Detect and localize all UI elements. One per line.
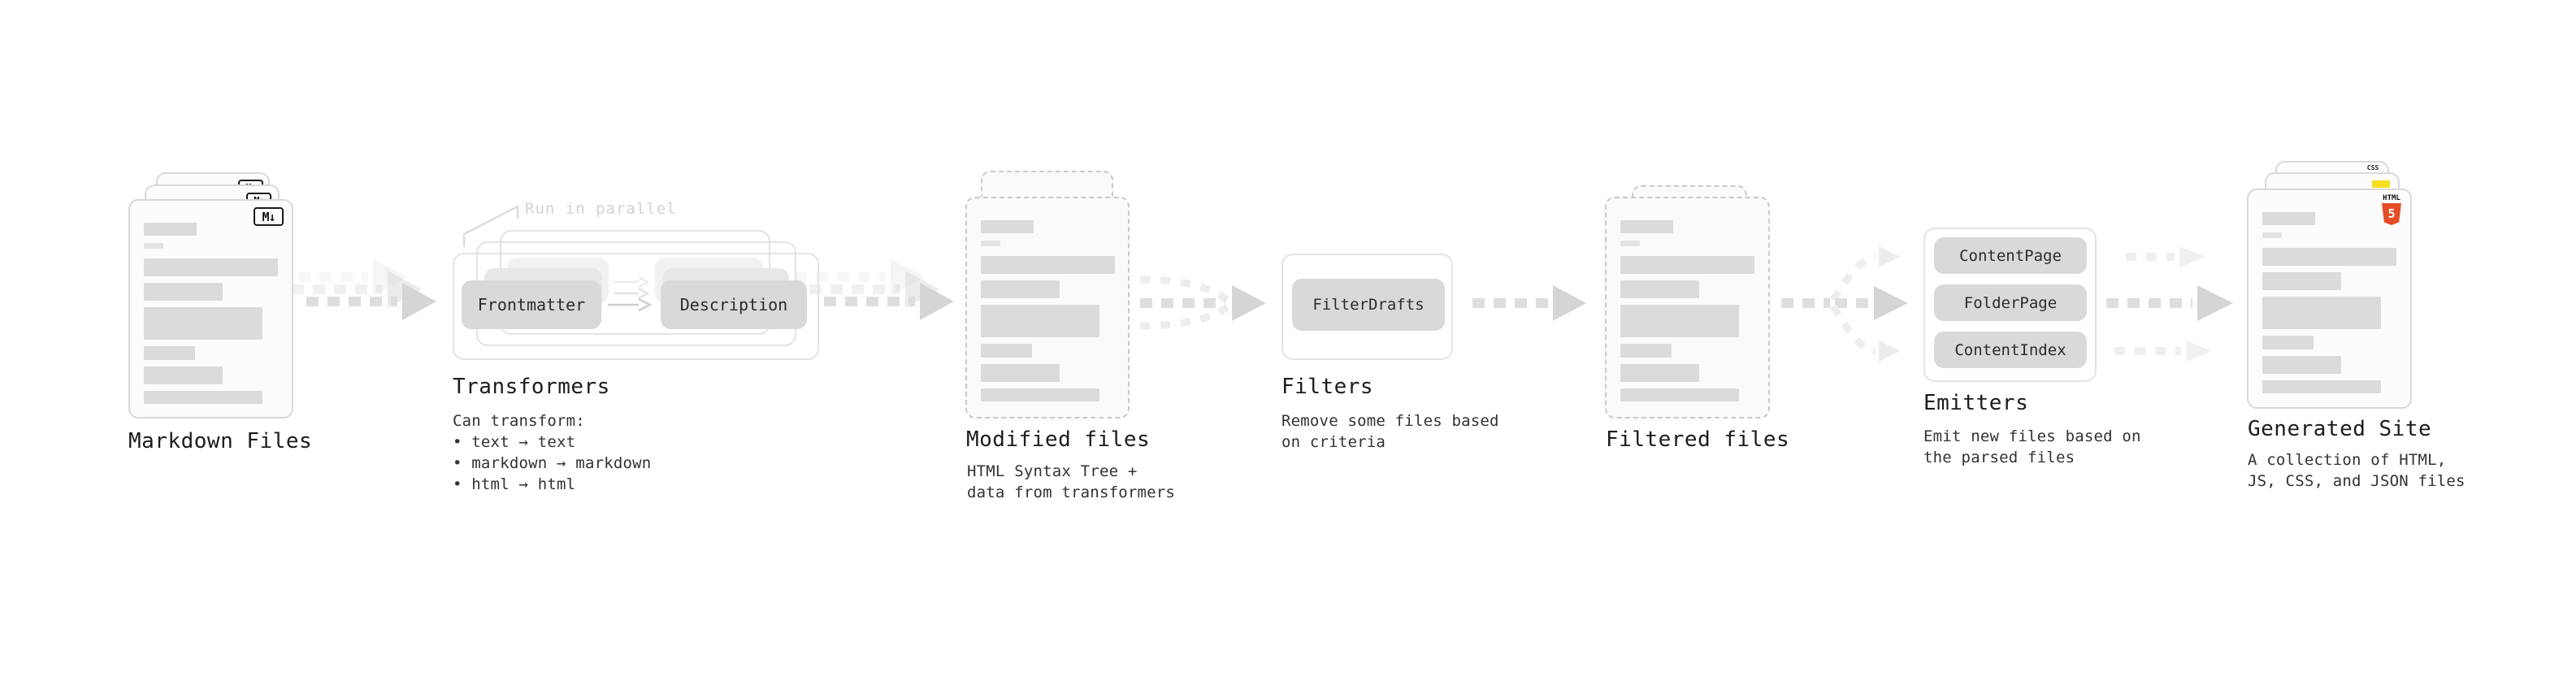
modified-file-card-front <box>965 197 1130 419</box>
arrows-emitters-to-site <box>2106 246 2233 362</box>
stage-title-generated-site: Generated Site <box>2248 417 2432 441</box>
site-file-card-html: HTML 5 <box>2247 189 2412 409</box>
placeholder-bar <box>981 220 1034 233</box>
stage-desc-filters: Remove some files based on criteria <box>1281 412 1499 451</box>
placeholder-bar <box>144 307 262 340</box>
placeholder-bar <box>981 280 1060 298</box>
stage-desc-generated-site: A collection of HTML, JS, CSS, and JSON … <box>2248 451 2465 490</box>
placeholder-bar <box>981 388 1099 401</box>
markdown-file-card-front: M↓ <box>128 199 293 419</box>
filter-box-filterdrafts: FilterDrafts <box>1292 279 1445 331</box>
placeholder-bar <box>144 367 223 384</box>
arrow-modified-to-filters-fan-in <box>1139 275 1266 330</box>
stage-title-filtered-files: Filtered files <box>1606 427 1790 452</box>
placeholder-bar <box>1620 241 1640 246</box>
placeholder-bar <box>2262 212 2315 225</box>
transformer-box-description: Description <box>661 280 807 329</box>
emitter-box-folderpage: FolderPage <box>1934 284 2087 321</box>
stage-title-filters: Filters <box>1281 375 1374 399</box>
placeholder-bar <box>1620 344 1672 358</box>
placeholder-bar <box>1620 388 1739 401</box>
document-placeholder-lines <box>2262 212 2396 393</box>
html5-logo-icon: HTML 5 <box>2381 194 2402 225</box>
placeholder-bar <box>144 258 278 276</box>
placeholder-bar <box>144 391 262 404</box>
placeholder-bar <box>1620 220 1673 233</box>
stage-title-emitters: Emitters <box>1923 391 2029 415</box>
placeholder-bar <box>2262 336 2314 349</box>
run-in-parallel-note: Run in parallel <box>525 200 677 218</box>
placeholder-bar <box>1620 280 1699 298</box>
placeholder-bar <box>2262 272 2341 290</box>
stage-title-transformers: Transformers <box>453 375 610 399</box>
document-placeholder-lines <box>144 223 278 404</box>
placeholder-bar <box>144 223 197 236</box>
arrow-markdown-to-transformers <box>277 258 436 320</box>
arrow-filters-to-filtered <box>1472 285 1586 321</box>
placeholder-bar <box>2262 297 2381 329</box>
placeholder-bar <box>981 344 1032 358</box>
placeholder-bar <box>1620 256 1754 274</box>
transformer-group-outline-front <box>453 253 819 360</box>
arrow-filtered-to-emitters-fan-out <box>1781 246 1908 362</box>
document-placeholder-lines <box>981 220 1115 401</box>
transformer-box-frontmatter: Frontmatter <box>462 280 601 329</box>
placeholder-bar <box>1620 364 1699 382</box>
stage-title-markdown-files: Markdown Files <box>128 429 313 453</box>
emitter-box-contentindex: ContentIndex <box>1934 332 2087 368</box>
placeholder-bar <box>144 283 223 301</box>
placeholder-bar <box>2262 248 2396 266</box>
filtered-file-card-front <box>1605 197 1770 419</box>
stage-desc-modified-files: HTML Syntax Tree + data from transformer… <box>967 462 1176 501</box>
stage-title-modified-files: Modified files <box>966 427 1151 452</box>
placeholder-bar <box>1620 305 1739 337</box>
placeholder-bar <box>2262 232 2282 238</box>
stage-desc-emitters: Emit new files based on the parsed files <box>1923 427 2141 466</box>
placeholder-bar <box>981 256 1115 274</box>
placeholder-bar <box>981 305 1099 337</box>
placeholder-bar <box>981 241 1000 246</box>
placeholder-bar <box>2262 380 2381 393</box>
placeholder-bar <box>981 364 1060 382</box>
js-logo-icon <box>2372 180 2390 188</box>
placeholder-bar <box>144 346 195 360</box>
placeholder-bar <box>144 243 163 249</box>
placeholder-bar <box>2262 356 2341 374</box>
markdown-logo-icon: M↓ <box>254 207 284 226</box>
emitter-box-contentpage: ContentPage <box>1934 237 2087 274</box>
document-placeholder-lines <box>1620 220 1754 401</box>
stage-desc-transformers: Can transform: • text → text • markdown … <box>453 412 652 493</box>
